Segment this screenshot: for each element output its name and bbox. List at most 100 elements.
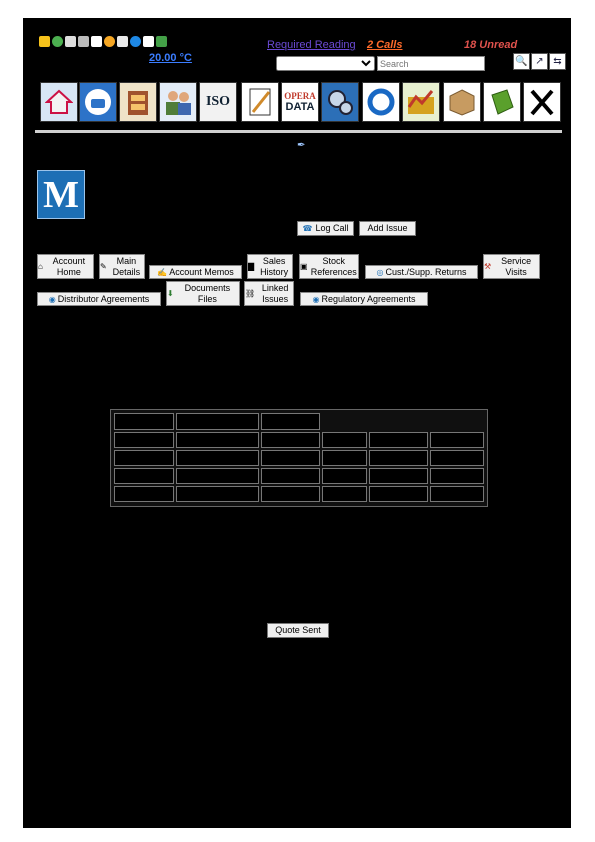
data-grid — [110, 409, 488, 507]
home-small-icon: ⌂ — [38, 262, 43, 271]
log-call-label: Log Call — [315, 223, 349, 233]
opera-data-icon[interactable]: OPERA DATA — [281, 82, 319, 122]
gear-icon[interactable] — [65, 36, 76, 47]
pencil-small-icon: ✎ — [100, 262, 107, 271]
grid-cell — [176, 432, 259, 448]
refresh-icon[interactable] — [52, 36, 63, 47]
grid-cell — [114, 432, 174, 448]
return-small-icon: ◎ — [376, 267, 384, 277]
wrench-small-icon: ⚒ — [484, 262, 492, 271]
grid-cell — [261, 486, 320, 502]
tab-service-visits-label: Service Visits — [501, 255, 532, 277]
tab-regulatory-agreements[interactable]: ◉Regulatory Agreements — [300, 292, 428, 306]
grid-cell — [322, 432, 367, 448]
tab-main-details[interactable]: ✎Main Details — [99, 254, 145, 279]
app-frame: 20.00 °C Required Reading 2 Calls 18 Unr… — [23, 18, 571, 828]
gears-icon[interactable] — [321, 82, 359, 122]
grid-header-cell — [176, 413, 259, 430]
grid-cell — [176, 468, 259, 484]
tab-stock-references-label: Stock References — [310, 255, 357, 277]
grid-cell — [430, 468, 484, 484]
quote-sent-label: Quote Sent — [275, 625, 321, 635]
tab-distributor-agreements[interactable]: ◉Distributor Agreements — [37, 292, 161, 306]
add-issue-button[interactable]: Add Issue — [359, 221, 416, 236]
grid-cell — [369, 432, 428, 448]
tab-distributor-agreements-label: Distributor Agreements — [57, 293, 150, 304]
regulatory-small-icon: ◉ — [312, 294, 320, 304]
grid-cell — [176, 450, 259, 466]
document-icon[interactable] — [91, 36, 102, 47]
log-call-button[interactable]: ☎ Log Call — [297, 221, 354, 236]
company-logo: M — [37, 170, 85, 219]
tab-account-memos-label: Account Memos — [169, 266, 234, 277]
grid-cell — [369, 486, 428, 502]
grid-header-cell — [114, 413, 174, 430]
refresh-cycle-icon[interactable] — [362, 82, 400, 122]
edit-pen-icon[interactable]: ✒ — [297, 140, 306, 151]
tab-documents-files[interactable]: ⬇Documents Files — [166, 281, 240, 306]
grid-cell — [322, 486, 367, 502]
bar-chart-small-icon: ▇ — [248, 262, 255, 271]
globe-icon[interactable] — [130, 36, 141, 47]
tab-account-home[interactable]: ⌂ Account Home — [37, 254, 94, 279]
status-icon-strip — [39, 36, 167, 47]
phone-icon[interactable] — [79, 82, 117, 122]
quote-sent-button[interactable]: Quote Sent — [267, 623, 329, 638]
temperature-readout[interactable]: 20.00 °C — [149, 52, 192, 64]
book-icon[interactable] — [78, 36, 89, 47]
star-icon[interactable] — [39, 36, 50, 47]
grid-cell — [114, 468, 174, 484]
opera-label: OPERA — [284, 91, 316, 101]
swap-icon[interactable]: ⇆ — [549, 53, 566, 70]
grid-cell — [369, 450, 428, 466]
pdf-icon[interactable] — [143, 36, 154, 47]
green-book-icon[interactable] — [483, 82, 521, 122]
tab-linked-issues[interactable]: ⛓ Linked Issues — [244, 281, 294, 306]
grid-cell — [114, 486, 174, 502]
leaf-icon[interactable] — [156, 36, 167, 47]
grid-cell — [322, 450, 367, 466]
unread-count[interactable]: 18 Unread — [464, 39, 518, 51]
iso-icon[interactable]: ISO — [199, 82, 237, 122]
tab-linked-issues-label: Linked Issues — [261, 282, 289, 304]
tab-cust-supp-returns[interactable]: ◎Cust./Supp. Returns — [365, 265, 478, 279]
help-icon[interactable] — [104, 36, 115, 47]
link-small-icon: ⛓ — [245, 289, 256, 298]
tab-regulatory-agreements-label: Regulatory Agreements — [321, 293, 416, 304]
grid-cell — [114, 450, 174, 466]
grid-cell — [261, 432, 320, 448]
grid-header-cell — [261, 413, 320, 430]
home-icon[interactable] — [40, 82, 78, 122]
tab-service-visits[interactable]: ⚒ Service Visits — [483, 254, 540, 279]
grid-cell — [369, 468, 428, 484]
memo-small-icon: ✍ — [157, 267, 168, 277]
grid-cell — [176, 486, 259, 502]
quick-select[interactable] — [276, 56, 375, 71]
filing-cabinet-icon[interactable] — [119, 82, 157, 122]
tab-sales-history[interactable]: ▇ Sales History — [247, 254, 293, 279]
tab-account-memos[interactable]: ✍Account Memos — [149, 265, 242, 279]
search-icon[interactable]: 🔍 — [513, 53, 530, 70]
tab-stock-references[interactable]: ▣Stock References — [299, 254, 359, 279]
grid-cell — [261, 468, 320, 484]
add-issue-label: Add Issue — [367, 223, 408, 233]
grid-cell — [430, 486, 484, 502]
grid-cell — [430, 450, 484, 466]
chart-folder-icon[interactable] — [402, 82, 440, 122]
tab-documents-files-label: Documents Files — [184, 282, 231, 304]
tab-account-home-label: Account Home — [52, 255, 86, 277]
users-icon[interactable] — [159, 82, 197, 122]
package-icon[interactable] — [443, 82, 481, 122]
close-icon[interactable] — [523, 82, 561, 122]
external-link-icon[interactable]: ↗ — [531, 53, 548, 70]
required-reading-link[interactable]: Required Reading — [267, 39, 356, 51]
header-divider — [35, 130, 562, 133]
tab-sales-history-label: Sales History — [260, 255, 289, 277]
grid-cell — [430, 432, 484, 448]
calls-link[interactable]: 2 Calls — [367, 39, 403, 51]
data-label: DATA — [285, 101, 315, 113]
notepad-pencil-icon[interactable] — [241, 82, 279, 122]
grid-cell — [261, 450, 320, 466]
calendar-icon[interactable] — [117, 36, 128, 47]
search-input[interactable] — [377, 56, 485, 71]
